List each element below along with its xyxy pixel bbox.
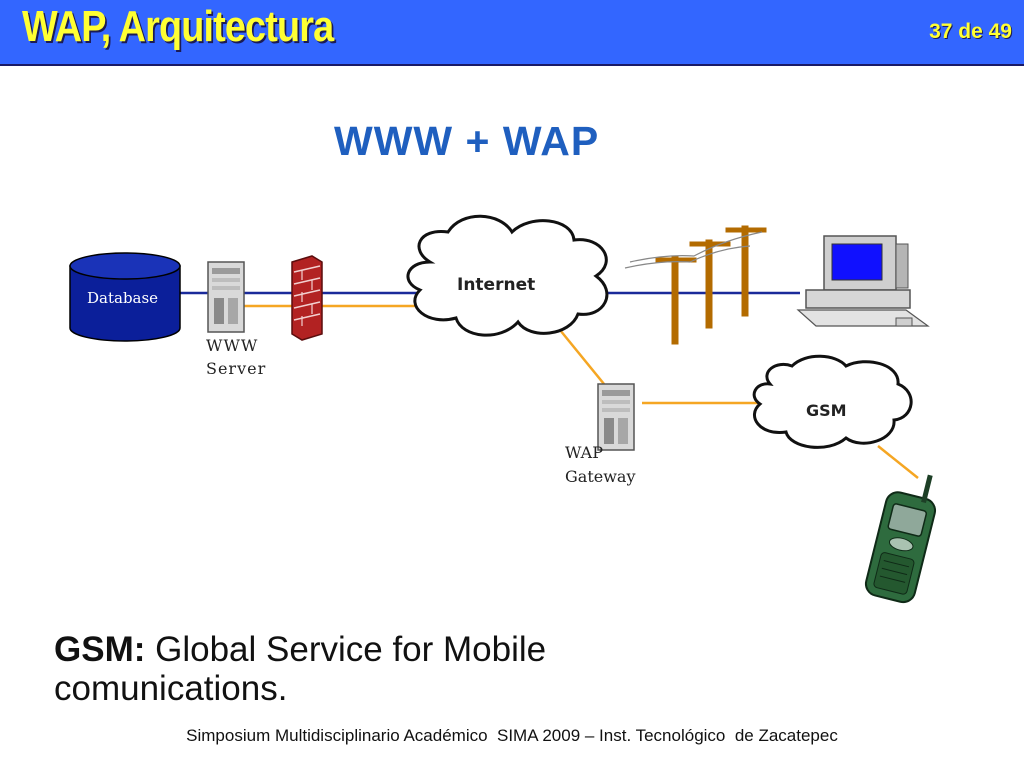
database-label: Database <box>87 289 159 307</box>
mobile-phone-icon <box>864 474 937 604</box>
www-server-icon <box>207 261 245 333</box>
title-bar: WAP, Arquitectura 37 de 49 <box>0 0 1024 66</box>
firewall-icon <box>291 255 323 341</box>
diagram-heading: WWW + WAP <box>334 118 600 164</box>
link-internet-gateway <box>559 329 605 385</box>
internet-label: Internet <box>457 275 536 295</box>
wap-gateway-label: WAP Gateway <box>565 443 636 486</box>
gsm-definition: GSM: Global Service for Mobile comunicat… <box>54 630 654 708</box>
www-server-label: WWW Server <box>206 336 267 378</box>
wap-gateway-icon <box>597 383 635 451</box>
slide-title: WAP, Arquitectura <box>22 2 334 51</box>
gsm-definition-text: Global Service for Mobile comunications. <box>54 630 547 708</box>
gsm-cloud <box>752 354 913 449</box>
desktop-computer-icon <box>796 235 930 327</box>
slide-counter: 37 de 49 <box>929 20 1012 43</box>
gsm-label: GSM <box>806 401 847 420</box>
link-gsm-phone <box>877 445 919 479</box>
footer: Simposium Multidisciplinario Académico S… <box>186 726 838 745</box>
gsm-term: GSM: <box>54 630 146 669</box>
internet-cloud <box>406 214 609 337</box>
utility-poles-icon <box>624 225 767 345</box>
database-icon <box>69 252 181 342</box>
connection-lines <box>180 291 919 479</box>
